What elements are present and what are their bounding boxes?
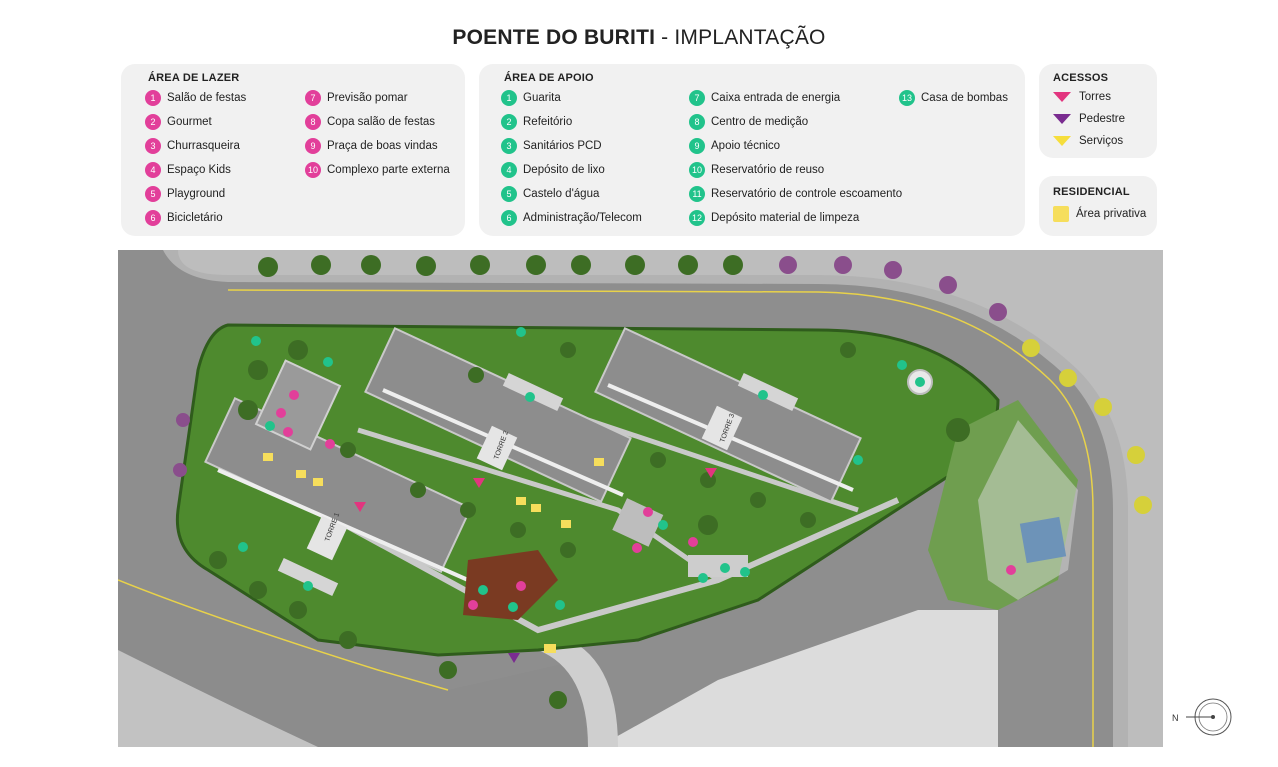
number-badge: 10 (689, 162, 705, 178)
legend-acessos-item: Torres (1053, 91, 1111, 103)
legend-label: Depósito material de limpeza (711, 212, 860, 224)
number-badge: 6 (145, 210, 161, 226)
title-rest: - IMPLANTAÇÃO (655, 26, 826, 49)
page-title: POENTE DO BURITI - IMPLANTAÇÃO (0, 26, 1278, 50)
compass-icon: N (1172, 697, 1234, 742)
number-badge: 10 (305, 162, 321, 178)
tower-2: TORRE 2 (364, 327, 632, 503)
legend-lazer-item: 1 Salão de festas (145, 90, 246, 106)
legend-lazer-item: 7 Previsão pomar (305, 90, 408, 106)
legend-label: Previsão pomar (327, 92, 408, 104)
number-badge: 2 (501, 114, 517, 130)
legend-apoio-item: 7 Caixa entrada de energia (689, 90, 840, 106)
legend-acessos-panel: ACESSOS Torres Pedestre Serviços (1039, 64, 1157, 158)
legend-lazer-item: 2 Gourmet (145, 114, 212, 130)
triangle-icon (1053, 136, 1071, 146)
legend-label: Área privativa (1076, 208, 1147, 220)
legend-label: Praça de boas vindas (327, 140, 438, 152)
legend-apoio-heading: ÁREA DE APOIO (504, 72, 594, 84)
legend-label: Espaço Kids (167, 164, 231, 176)
site-plan-svg: TORRE 1 TORRE 2 TORRE 3 (118, 250, 1163, 747)
legend-apoio-item: 8 Centro de medição (689, 114, 808, 130)
number-badge: 11 (689, 186, 705, 202)
number-badge: 8 (305, 114, 321, 130)
legend-apoio-item: 13 Casa de bombas (899, 90, 1008, 106)
number-badge: 5 (145, 186, 161, 202)
legend-label: Castelo d'água (523, 188, 600, 200)
legend-label: Refeitório (523, 116, 573, 128)
number-badge: 5 (501, 186, 517, 202)
legend-lazer-item: 8 Copa salão de festas (305, 114, 435, 130)
legend-apoio-item: 3 Sanitários PCD (501, 138, 602, 154)
triangle-icon (1053, 114, 1071, 124)
legend-apoio-item: 2 Refeitório (501, 114, 572, 130)
legend-label: Casa de bombas (921, 92, 1008, 104)
legend-label: Caixa entrada de energia (711, 92, 841, 104)
legend-label: Copa salão de festas (327, 116, 436, 128)
legend-label: Guarita (523, 92, 561, 104)
legend-lazer-heading: ÁREA DE LAZER (148, 72, 240, 84)
legend-label: Gourmet (167, 116, 212, 128)
number-badge: 9 (689, 138, 705, 154)
legend-acessos-heading: ACESSOS (1053, 72, 1109, 84)
number-badge: 9 (305, 138, 321, 154)
legend-apoio-panel: ÁREA DE APOIO 1 Guarita 2 Refeitório 3 Sani… (479, 64, 1025, 236)
legend-label: Reservatório de controle escoamento (711, 188, 903, 200)
triangle-icon (1053, 92, 1071, 102)
tower-1: TORRE 1 (204, 397, 472, 582)
legend-label: Centro de medição (711, 116, 809, 128)
legend-residencial-panel: RESIDENCIAL Área privativa (1039, 176, 1157, 236)
number-badge: 13 (899, 90, 915, 106)
square-icon (1053, 206, 1069, 222)
legend-apoio-item: 5 Castelo d'água (501, 186, 599, 202)
legend-lazer-item: 3 Churrasqueira (145, 138, 240, 154)
number-badge: 2 (145, 114, 161, 130)
legend-label: Apoio técnico (711, 140, 781, 152)
legend-lazer-item: 5 Playground (145, 186, 225, 202)
compass-label: N (1172, 713, 1179, 723)
legend-label: Administração/Telecom (523, 212, 642, 224)
legend-label: Reservatório de reuso (711, 164, 825, 176)
legend-acessos-item: Serviços (1053, 135, 1123, 147)
number-badge: 6 (501, 210, 517, 226)
legend-residencial-item: Área privativa (1053, 206, 1146, 222)
legend-apoio-item: 12 Depósito material de limpeza (689, 210, 859, 226)
legend-apoio-item: 4 Depósito de lixo (501, 162, 605, 178)
title-bold: POENTE DO BURITI (452, 26, 656, 49)
number-badge: 3 (145, 138, 161, 154)
legend-apoio-item: 1 Guarita (501, 90, 561, 106)
legend-apoio-item: 11 Reservatório de controle escoamento (689, 186, 902, 202)
number-badge: 7 (689, 90, 705, 106)
legend-label: Serviços (1079, 135, 1124, 147)
legend-label: Sanitários PCD (523, 140, 602, 152)
legend-lazer-item: 6 Bicicletário (145, 210, 223, 226)
legend-label: Bicicletário (167, 212, 223, 224)
number-badge: 3 (501, 138, 517, 154)
legend-label: Pedestre (1079, 113, 1126, 125)
legend-apoio-item: 10 Reservatório de reuso (689, 162, 824, 178)
number-badge: 4 (501, 162, 517, 178)
legend-apoio-item: 9 Apoio técnico (689, 138, 780, 154)
legend-lazer-item: 4 Espaço Kids (145, 162, 231, 178)
number-badge: 1 (501, 90, 517, 106)
number-badge: 4 (145, 162, 161, 178)
legend-lazer-item: 9 Praça de boas vindas (305, 138, 438, 154)
number-badge: 8 (689, 114, 705, 130)
legend-label: Torres (1079, 91, 1111, 103)
legend-lazer-item: 10 Complexo parte externa (305, 162, 450, 178)
legend-label: Complexo parte externa (327, 164, 450, 176)
legend-label: Depósito de lixo (523, 164, 605, 176)
legend-residencial-heading: RESIDENCIAL (1053, 186, 1130, 198)
site-plan-map: TORRE 1 TORRE 2 TORRE 3 (118, 250, 1163, 747)
number-badge: 12 (689, 210, 705, 226)
legend-apoio-item: 6 Administração/Telecom (501, 210, 642, 226)
number-badge: 1 (145, 90, 161, 106)
legend-label: Churrasqueira (167, 140, 240, 152)
legend-label: Salão de festas (167, 92, 247, 104)
legend-acessos-item: Pedestre (1053, 113, 1125, 125)
number-badge: 7 (305, 90, 321, 106)
legend-label: Playground (167, 188, 226, 200)
